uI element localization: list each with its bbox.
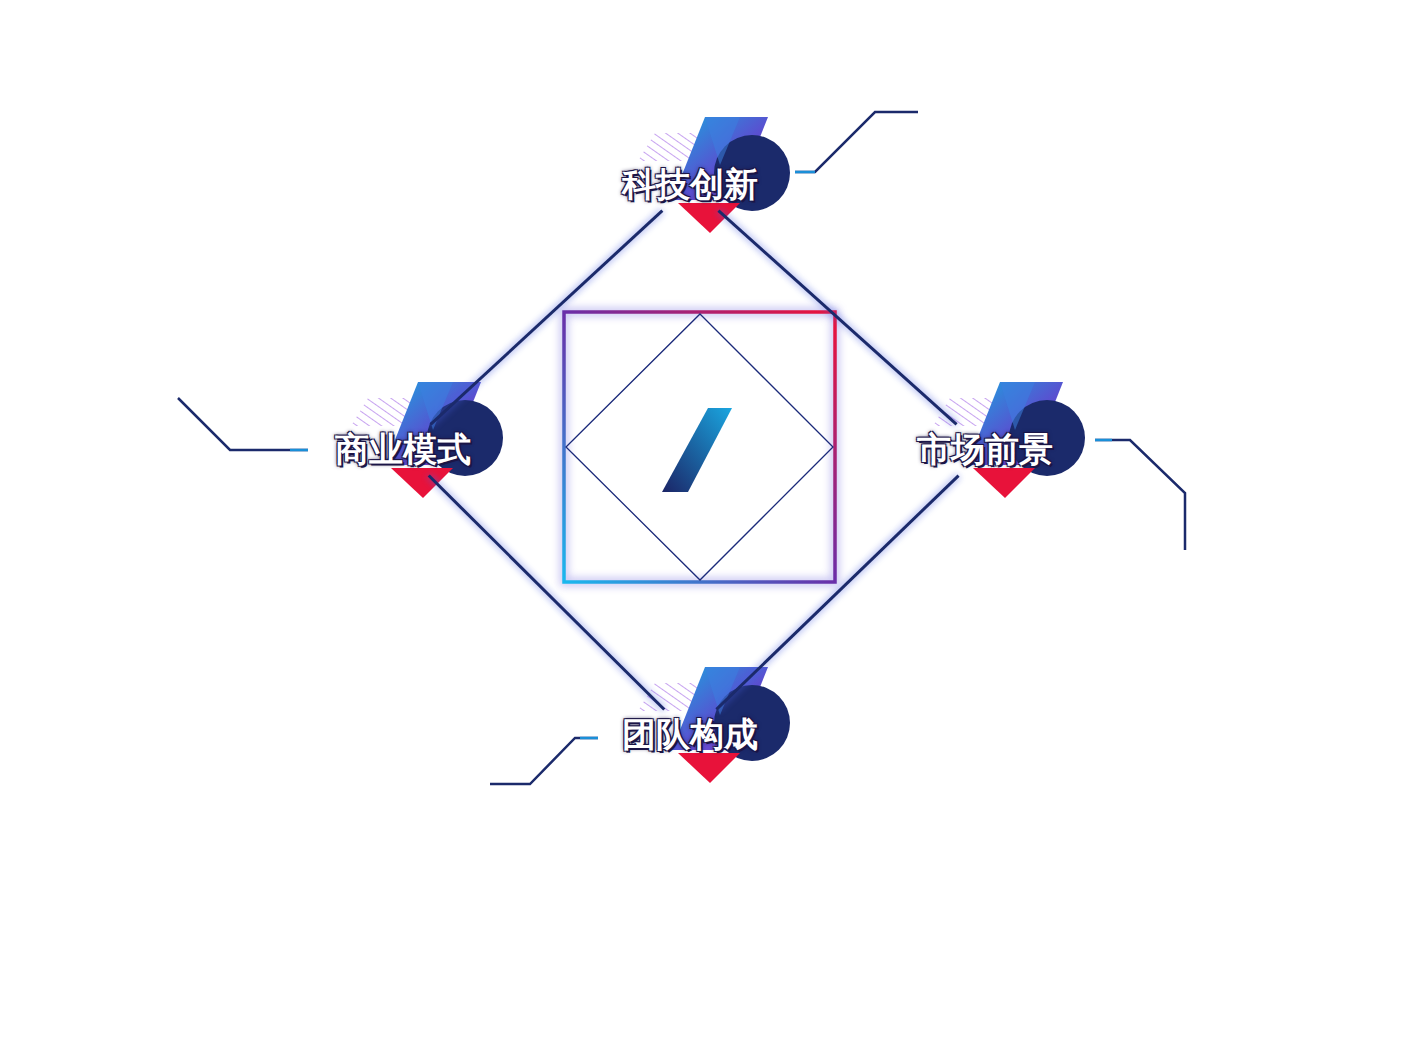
connector-line — [431, 211, 663, 425]
inner-diamond — [566, 314, 833, 580]
connector-line — [716, 476, 958, 710]
square-glow — [564, 312, 835, 582]
leader-line — [178, 398, 308, 450]
label-node: 科技创新 — [616, 163, 764, 206]
slash-symbol — [662, 408, 732, 492]
leader-line — [1095, 440, 1185, 550]
connector-line — [718, 211, 956, 425]
node-label: 团队构成 — [622, 715, 758, 754]
connector-glow — [716, 476, 958, 710]
center-square — [564, 312, 835, 582]
leader-line — [1095, 439, 1112, 442]
connector-glow — [429, 476, 665, 710]
leader-line — [795, 112, 918, 172]
leader-line — [580, 737, 598, 740]
leader-line — [290, 449, 308, 452]
node-label: 市场前景 — [917, 430, 1053, 469]
connector-glow — [718, 211, 956, 425]
leader-line — [795, 171, 815, 174]
node-label: 科技创新 — [622, 165, 758, 204]
label-node: 团队构成 — [616, 713, 764, 756]
connector-glow — [431, 211, 663, 425]
label-node: 商业模式 — [329, 428, 477, 471]
label-node: 市场前景 — [911, 428, 1059, 471]
connector-line — [429, 476, 665, 710]
node-label: 商业模式 — [335, 430, 471, 469]
leader-line — [490, 738, 598, 784]
